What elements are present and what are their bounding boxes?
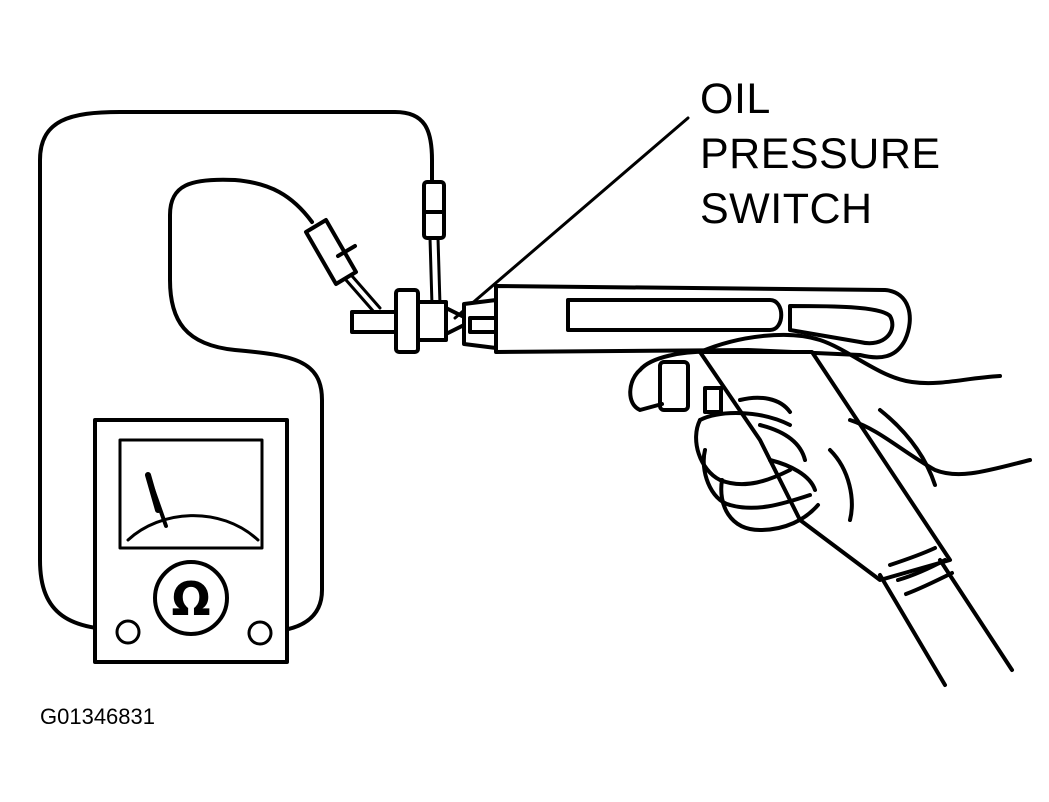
ohmmeter	[93, 418, 289, 664]
probe-top	[422, 180, 446, 307]
oil-pressure-switch	[350, 288, 468, 354]
callout-leader	[453, 116, 690, 320]
callout-label: OIL PRESSURE SWITCH	[700, 72, 941, 237]
ohm-symbol: Ω	[171, 572, 210, 626]
outer-test-lead	[38, 110, 434, 632]
callout-line-3: SWITCH	[700, 185, 873, 233]
air-pressure-gun	[462, 284, 1014, 687]
right-lead-wire	[168, 177, 324, 634]
callout-line-2: PRESSURE	[700, 130, 941, 178]
hand-illustration	[638, 332, 1032, 532]
figure-id: G01346831	[40, 704, 155, 729]
probe-diagonal	[304, 218, 382, 314]
callout-line-1: OIL	[700, 75, 771, 123]
